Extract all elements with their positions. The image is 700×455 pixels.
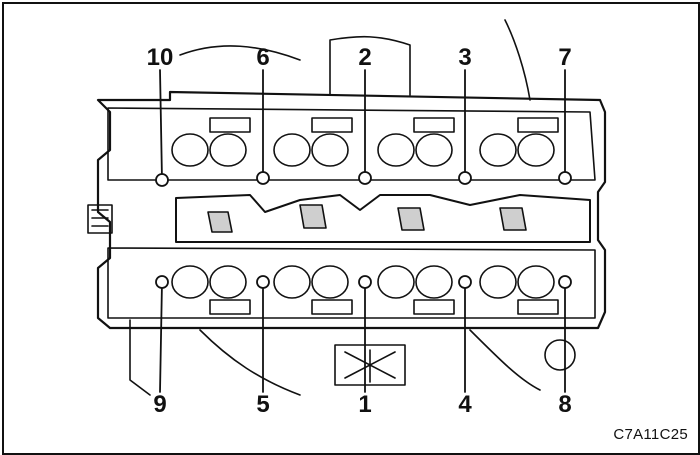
- bolt-4: [458, 275, 472, 289]
- bolt-label-top-3: 2: [358, 44, 372, 71]
- bolt-8: [558, 275, 572, 289]
- engine-pulley: [544, 339, 576, 371]
- bolt-3: [458, 171, 472, 185]
- bolt-1: [358, 275, 372, 289]
- engine-outline-top-center: [329, 35, 411, 96]
- bolt-9: [155, 275, 169, 289]
- bolt-label-top-1: 10: [146, 44, 174, 71]
- top-leader-lines: [159, 69, 566, 181]
- engine-outline-bottom-right: [469, 329, 541, 391]
- top-cam-lobes: [171, 117, 559, 167]
- stamp-plate: [334, 344, 406, 386]
- engine-outline-bottom-left: [199, 329, 301, 396]
- bolt-6: [256, 171, 270, 185]
- bolt-label-bottom-5: 8: [558, 391, 572, 418]
- wiring-connector: [87, 204, 113, 234]
- engine-outline-top-left: [179, 45, 301, 61]
- bolt-label-bottom-1: 9: [153, 391, 167, 418]
- bolt-label-top-2: 6: [256, 44, 270, 71]
- bolt-2: [358, 171, 372, 185]
- center-channel: [175, 194, 591, 243]
- bottom-cam-lobes: [171, 265, 559, 315]
- bolt-label-top-4: 3: [458, 44, 472, 71]
- bolt-5: [256, 275, 270, 289]
- engine-outline-lower-left: [129, 319, 151, 396]
- bolt-7: [558, 171, 572, 185]
- figure-code: C7A11C25: [613, 426, 688, 443]
- cylinder-head-outline: [96, 90, 607, 330]
- head-top-section: [107, 107, 596, 181]
- spark-plugs: [207, 204, 527, 233]
- bottom-leader-lines: [159, 281, 566, 393]
- bolt-label-bottom-2: 5: [256, 391, 270, 418]
- head-bottom-section: [107, 247, 596, 319]
- engine-outline-top-right: [504, 19, 531, 101]
- head-bolts: [155, 171, 572, 289]
- bolt-label-bottom-3: 1: [358, 391, 372, 418]
- bolt-label-top-5: 7: [558, 44, 572, 71]
- bolt-10: [155, 173, 169, 187]
- bolt-label-bottom-4: 4: [458, 391, 472, 418]
